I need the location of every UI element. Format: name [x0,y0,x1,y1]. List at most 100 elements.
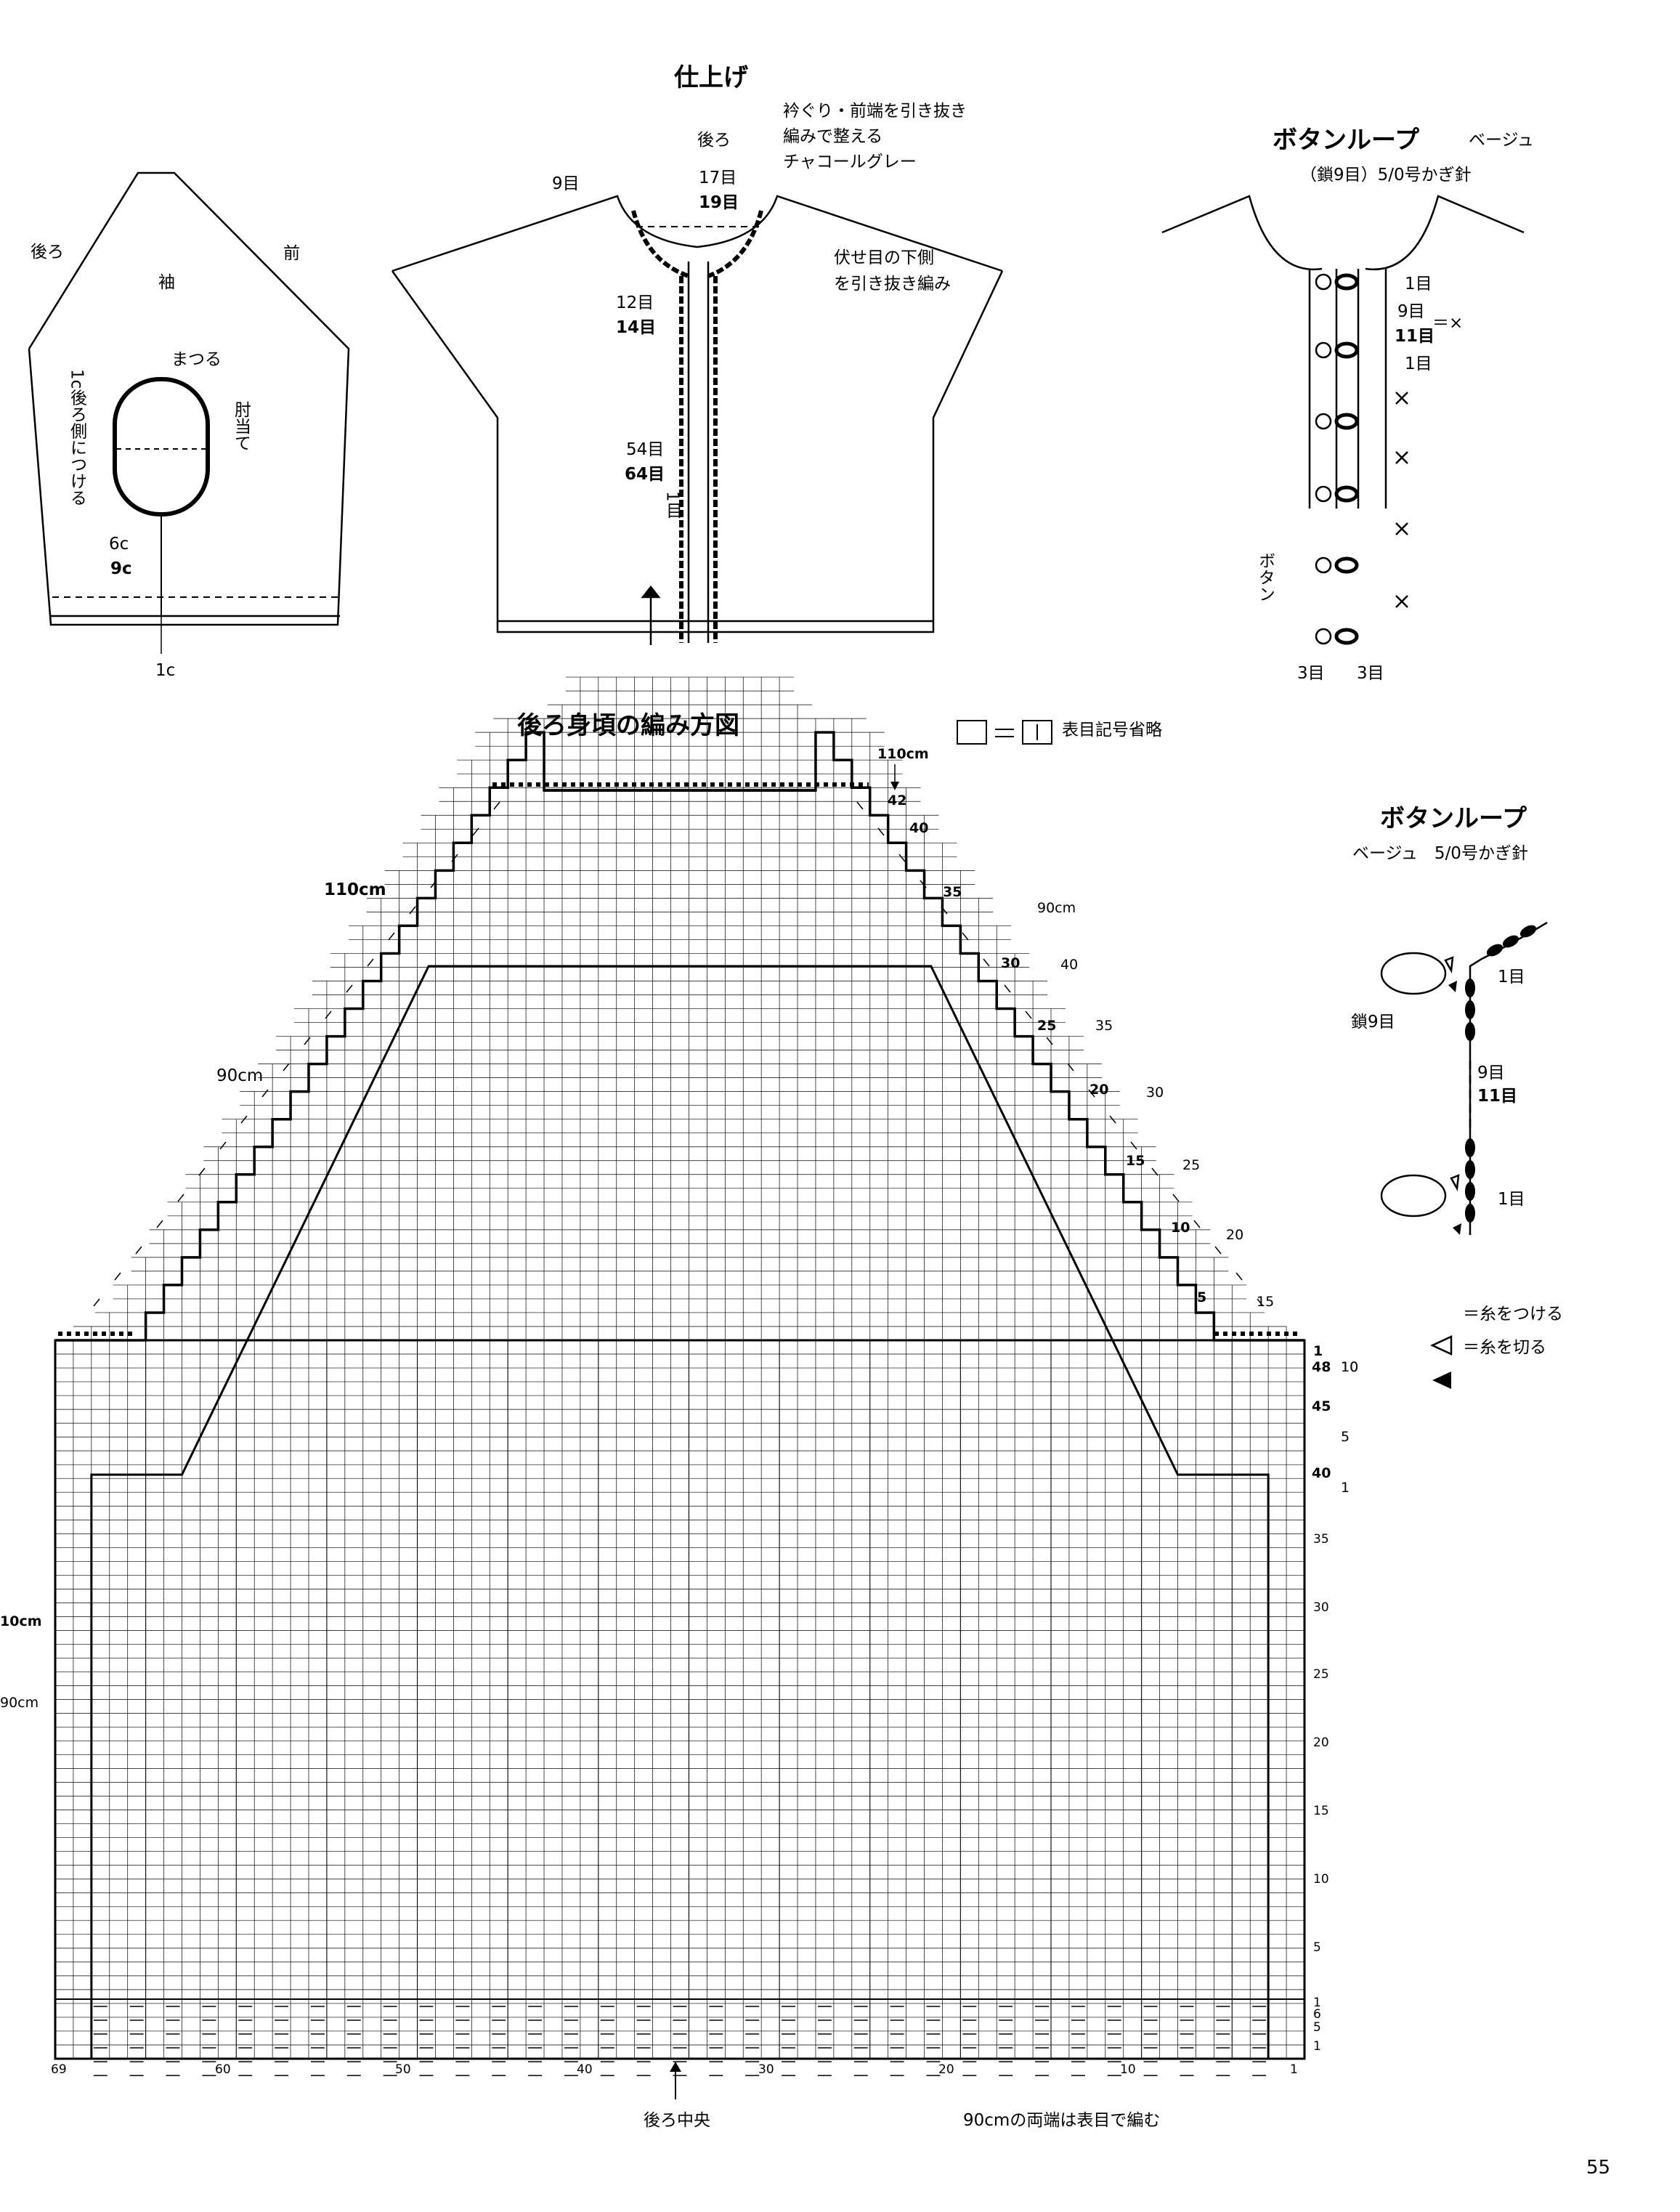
loop-11-stitches: 11目 [1395,327,1435,346]
column-label: 69 [51,2062,67,2077]
label-90cm-right: 90cm [1037,900,1076,916]
decrease-mark-left [472,827,479,836]
row-label-thin: 20 [1226,1227,1244,1243]
sleeve-back-label: 後ろ [31,243,64,262]
decrease-mark-right [1151,1167,1158,1176]
column-label: 40 [577,2062,593,2077]
finishing-64-stitches: 64目 [625,465,665,484]
sleeve-1c: 1c [155,661,176,680]
loop-9-stitches: 9目 [1397,302,1425,321]
row-label-bold: 1 [1313,1343,1323,1359]
finishing-54-stitches: 54目 [626,440,665,459]
decrease-mark-left [156,1220,163,1228]
loop-1-stitch-top: 1目 [1405,275,1432,293]
button-circle [1315,628,1332,645]
decrease-mark-left [451,854,458,862]
finishing-14-stitches: 14目 [616,318,657,337]
decrease-mark-left [367,958,374,967]
bind-off-note-1: 伏せ目の下側 [834,248,934,267]
button-label: ボタン [1255,552,1275,602]
button-loop [1334,341,1359,359]
button-loop-color: ベージュ [1469,131,1534,150]
decrease-mark-left [261,1089,269,1098]
row-label-bold: 35 [943,884,962,900]
decrease-mark-right [1130,1141,1137,1150]
button-circle [1315,273,1332,291]
button-3-stitches: 3目 [1297,664,1325,683]
loop-detail-1-stitch-top: 1目 [1498,968,1525,987]
sleeve-6c: 6c [109,535,129,554]
finishing-1-stitch: 1目 [662,491,682,519]
button-loop [1334,273,1359,291]
button-loop-placement-diagram [1161,195,1525,509]
loop-detail-1-stitch-bottom: 1目 [1498,1190,1525,1209]
loop-detail-9-stitches: 9目 [1477,1064,1505,1082]
column-label: 20 [938,2062,954,2077]
decrease-mark-right [1067,1063,1074,1071]
decrease-mark-left [283,1063,290,1071]
decrease-mark-left [409,906,416,915]
decrease-mark-right [920,880,927,888]
decrease-mark-right [941,906,948,915]
finishing-9-stitches: 9目 [552,174,580,193]
row-label-first: 1 [1313,2039,1321,2054]
finishing-diagram [391,195,1004,645]
row-label-bold: 40 [909,820,929,836]
decrease-mark-right [898,854,906,862]
lower-row-label-bold: 40 [1312,1465,1331,1481]
body-row-label: 15 [1313,1804,1329,1818]
legend-text: 表目記号省略 [1062,721,1162,740]
decrease-mark-left [219,1141,227,1150]
body-row-label: 20 [1313,1735,1329,1750]
decrease-mark-right [1004,984,1011,993]
decrease-mark-right [1257,1298,1264,1307]
finishing-17-stitches: 17目 [699,169,737,187]
button-circle [1315,341,1332,359]
row-label-thin: 25 [1182,1157,1201,1173]
column-label: 30 [758,2062,774,2077]
finishing-note-3: チャコールグレー [783,153,917,171]
row-label-thin: 10 [1341,1359,1359,1375]
bind-off-note-2: を引き抜き編み [834,275,951,293]
button-loop [1334,556,1359,574]
decrease-mark-left [93,1298,100,1307]
body-row-label: 5 [1313,1940,1321,1955]
sleeve-title: 袖 [158,273,175,292]
row-label-bold: 10 [1171,1220,1190,1236]
row-label-bold: 5 [1197,1289,1207,1305]
decrease-mark-right [1109,1115,1116,1124]
sleeve-sew-label: まつる [171,350,222,369]
chart-title: 後ろ身頃の編み方図 [517,711,739,740]
body-row-label: 5 [1313,2020,1321,2035]
inner-90cm-outline [90,965,1270,2059]
decrease-mark-left [430,880,437,888]
decrease-mark-left [325,1010,332,1019]
button-loop-title: ボタンループ [1273,126,1419,155]
legend-cut-yarn: ＝糸を切る [1463,1338,1546,1357]
single-crochet-x [1395,392,1408,405]
column-label: 10 [1120,2062,1136,2077]
button-loop [1334,413,1359,430]
decrease-mark-right [1046,1037,1053,1045]
loop-detail-title: ボタンループ [1380,804,1527,833]
lower-row-label-bold: 45 [1312,1398,1331,1414]
body-row-label: 10 [1313,1872,1329,1887]
chart-note: 90cmの両端は表目で編む [963,2111,1161,2130]
decrease-mark-left [388,932,395,941]
loop-eq-x: ＝× [1432,314,1464,333]
row-label-bold: 30 [1001,955,1020,971]
row-label-bold: 42 [888,793,907,809]
label-side-10cm: 10cm [0,1613,42,1629]
sleeve-9c: 9c [110,559,132,578]
column-label: 60 [215,2062,231,2077]
row-label-bold: 20 [1089,1082,1109,1098]
finishing-title: 仕上げ [674,63,748,92]
elbow-patch-label: 肘当て [231,401,251,451]
label-110cm-left: 110cm [324,880,386,899]
decrease-mark-right [1193,1220,1201,1228]
decrease-mark-right [856,801,864,810]
page-number: 55 [1586,2157,1611,2179]
column-label: 1 [1290,2062,1298,2077]
